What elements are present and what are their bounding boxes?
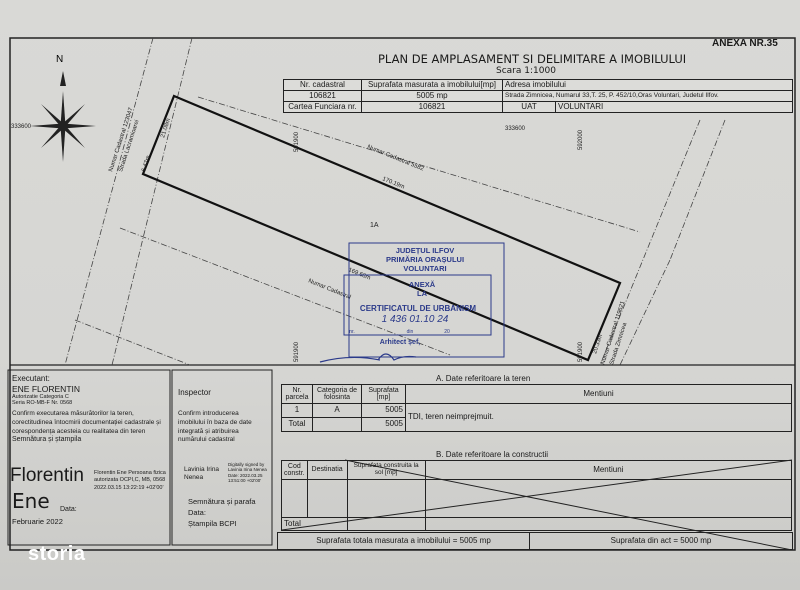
- svg-text:nr.: nr.: [349, 329, 355, 335]
- coord-label: 333600: [11, 124, 32, 130]
- svg-text:LA: LA: [417, 289, 428, 298]
- inspector-confirmation: Confirm introducerea imobilului în baza …: [178, 410, 252, 444]
- svg-text:VOLUNTARI: VOLUNTARI: [403, 264, 446, 273]
- coord-label: 591900: [578, 341, 584, 362]
- annex-number: ANEXA NR.35: [712, 38, 778, 49]
- svg-text:ANEXĂ: ANEXĂ: [409, 280, 436, 289]
- stamp-label: Ștampila BCPI: [188, 519, 237, 528]
- executant-section: Executant: ENE FLORENTIN Autorizatie Cat…: [12, 374, 161, 444]
- inspector-label: Inspector: [178, 388, 211, 397]
- svg-text:CERTIFICATUL DE URBANISM: CERTIFICATUL DE URBANISM: [360, 304, 476, 313]
- signature-icon: [319, 353, 417, 363]
- dimension-label: 21.08m: [160, 118, 172, 139]
- storia-logo: storia: [28, 543, 86, 565]
- constructions-section-title: B. Date referitoare la constructii: [436, 450, 549, 459]
- dimension-label: 169.68m: [347, 267, 371, 281]
- dimension-label: 6.47m: [141, 155, 152, 173]
- summary-row: Suprafata totala masurata a imobilului =…: [277, 532, 793, 550]
- digital-signature-details: Digitally signed by Lavinia Irina Nenea …: [228, 462, 267, 484]
- date-label: Data:: [60, 506, 77, 513]
- svg-text:PRIMĂRIA ORAȘULUI: PRIMĂRIA ORAȘULUI: [386, 255, 464, 264]
- urbanism-stamp: JUDEȚUL ILFOV PRIMĂRIA ORAȘULUI VOLUNTAR…: [319, 242, 505, 363]
- digital-signature: Florentin: [10, 465, 84, 486]
- svg-text:Arhitect șef,: Arhitect șef,: [380, 339, 421, 346]
- parcel-label: 1A: [370, 222, 379, 229]
- land-section-title: A. Date referitoare la teren: [436, 374, 531, 383]
- svg-text:1 436 01.10 24: 1 436 01.10 24: [382, 314, 449, 325]
- inspector-box: [171, 369, 273, 546]
- coord-label: 333600: [505, 126, 526, 132]
- svg-text:JUDEȚUL ILFOV: JUDEȚUL ILFOV: [396, 246, 455, 255]
- coord-label: 591900: [294, 341, 300, 362]
- parcel-boundary: [141, 94, 622, 362]
- executant-box: [7, 369, 171, 546]
- digital-signature: Ene: [12, 489, 50, 513]
- page-title: PLAN DE AMPLASAMENT SI DELIMITARE A IMOB…: [378, 52, 687, 66]
- date-label: Data:: [188, 508, 206, 517]
- outer-frame: [9, 37, 796, 551]
- inspector-signature: Lavinia Irina Nenea: [184, 466, 220, 482]
- svg-text:20: 20: [444, 329, 450, 335]
- scale-label: Scara 1:1000: [496, 66, 556, 76]
- coord-label: 591900: [294, 131, 300, 152]
- neighbor-boundaries: [64, 37, 726, 366]
- date-value: Februarie 2022: [12, 517, 63, 526]
- digital-signature-details: Florentin Ene Persoana fizica autorizata…: [94, 470, 166, 491]
- sign-label: Semnătura și parafa: [188, 497, 256, 506]
- neighbor-label: Numar Cadastral: [307, 278, 351, 301]
- neighbor-label: Numar Cadastral 5582: [366, 144, 425, 172]
- coord-label: 592000: [578, 129, 584, 150]
- dimension-label: 20.33m: [592, 334, 604, 355]
- north-arrow-icon: [30, 71, 96, 162]
- north-label: N: [56, 54, 63, 65]
- svg-text:din: din: [407, 329, 414, 335]
